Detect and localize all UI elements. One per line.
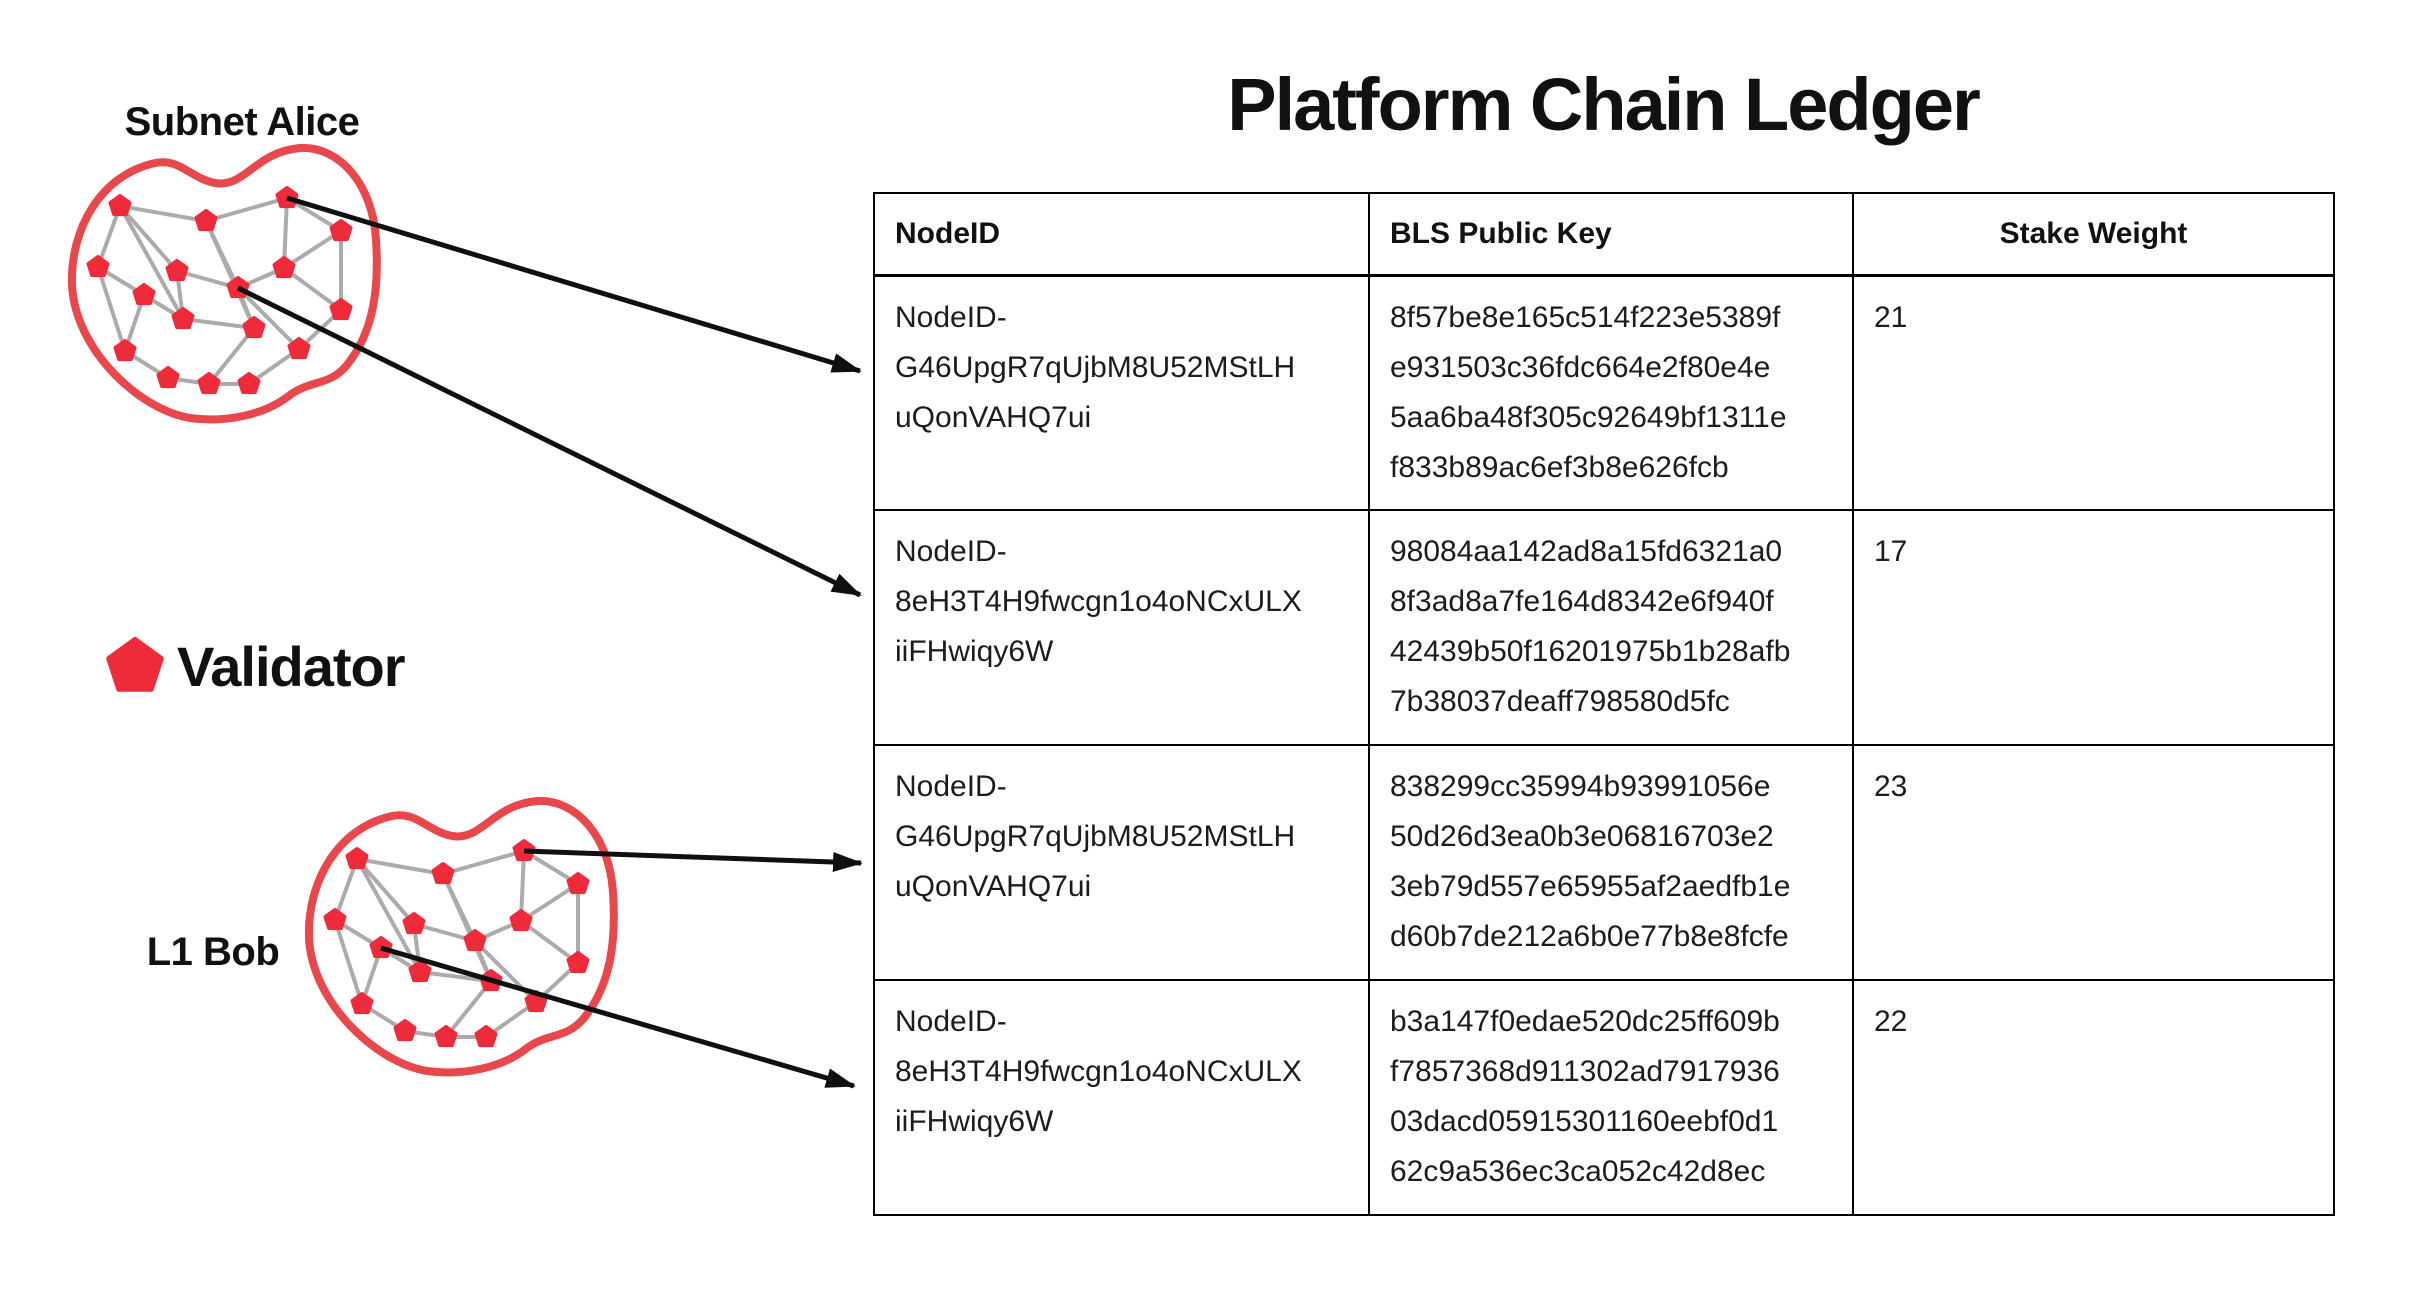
validator-node-icon bbox=[431, 862, 455, 885]
platform-chain-ledger-table: NodeID BLS Public Key Stake Weight NodeI… bbox=[873, 192, 2335, 1216]
mapping-arrow bbox=[236, 285, 862, 598]
validator-legend-label: Validator bbox=[177, 635, 406, 698]
validator-node-icon bbox=[275, 186, 299, 209]
network-edge bbox=[519, 882, 580, 923]
validator-node-icon bbox=[323, 908, 347, 931]
validator-node-icon bbox=[393, 1019, 417, 1042]
validator-node-icon bbox=[369, 936, 393, 959]
col-header-nodeid: NodeID bbox=[873, 192, 1370, 277]
network-edge bbox=[519, 919, 580, 965]
validator-node-icon bbox=[132, 283, 156, 306]
l1-bob-blob-outline bbox=[304, 796, 618, 1077]
network-edge bbox=[444, 979, 493, 1039]
network-edge bbox=[207, 326, 256, 386]
network-edge bbox=[356, 857, 444, 876]
cell-stake-weight: 23 bbox=[1852, 744, 2335, 981]
validator-node-icon bbox=[402, 912, 426, 935]
network-edge bbox=[419, 970, 492, 983]
validator-node-icon bbox=[272, 256, 296, 279]
cell-stake-weight: 21 bbox=[1852, 274, 2335, 511]
subnet-alice-blob-outline bbox=[67, 143, 381, 424]
network-edge bbox=[96, 266, 127, 352]
subnet-alice-label: Subnet Alice bbox=[124, 100, 360, 144]
network-edge bbox=[333, 919, 364, 1005]
network-edge bbox=[282, 266, 343, 312]
table-row: NodeID- G46UpgR7qUjbM8U52MStLH uQonVAHQ7… bbox=[873, 274, 2335, 511]
subnet-bob-label: L1 Bob bbox=[146, 930, 280, 974]
mapping-arrow bbox=[523, 848, 863, 872]
table-row: NodeID- 8eH3T4H9fwcgn1o4oNCxULX iiFHwiqy… bbox=[873, 509, 2335, 746]
validator-node-icon bbox=[329, 219, 353, 242]
validator-node-icon bbox=[194, 209, 218, 232]
validator-node-icon bbox=[566, 951, 590, 974]
validator-node-icon bbox=[108, 194, 132, 217]
validator-node-icon bbox=[345, 847, 369, 870]
cell-bls-public-key: 98084aa142ad8a15fd6321a0 8f3ad8a7fe164d8… bbox=[1368, 509, 1854, 746]
cell-bls-public-key: b3a147f0edae520dc25ff609b f7857368d91130… bbox=[1368, 979, 1854, 1216]
network-edge bbox=[118, 204, 179, 273]
validator-node-icon bbox=[113, 339, 137, 362]
validator-node-icon bbox=[197, 372, 221, 395]
validator-node-icon bbox=[509, 909, 533, 932]
network-edge bbox=[333, 858, 359, 921]
validator-node-icon bbox=[165, 259, 189, 282]
cell-node-id: NodeID- G46UpgR7qUjbM8U52MStLH uQonVAHQ7… bbox=[873, 744, 1370, 981]
col-header-stake-weight: Stake Weight bbox=[1852, 192, 2335, 277]
validator-node-icon bbox=[237, 372, 261, 395]
mapping-arrow bbox=[286, 195, 862, 374]
cell-node-id: NodeID- G46UpgR7qUjbM8U52MStLH uQonVAHQ7… bbox=[873, 274, 1370, 511]
header-row: NodeID BLS Public Key Stake Weight bbox=[873, 192, 2335, 277]
network-edge bbox=[96, 205, 122, 268]
l1-bob-network bbox=[304, 796, 618, 1077]
subnet-alice-network bbox=[67, 143, 381, 424]
network-edge bbox=[282, 229, 343, 270]
network-edge bbox=[118, 205, 185, 320]
network-edge bbox=[236, 286, 301, 351]
network-edge bbox=[442, 849, 525, 876]
mapping-arrow bbox=[380, 945, 856, 1089]
network-edge bbox=[119, 204, 207, 223]
cell-node-id: NodeID- 8eH3T4H9fwcgn1o4oNCxULX iiFHwiqy… bbox=[873, 979, 1370, 1216]
col-header-bls-public-key: BLS Public Key bbox=[1368, 192, 1854, 277]
network-edge bbox=[182, 317, 255, 330]
validator-node-icon bbox=[287, 337, 311, 360]
table-row: NodeID- G46UpgR7qUjbM8U52MStLH uQonVAHQ7… bbox=[873, 744, 2335, 981]
validator-node-icon bbox=[408, 960, 432, 983]
validator-node-icon bbox=[463, 929, 487, 952]
validator-node-icon bbox=[86, 255, 110, 278]
validator-node-icon bbox=[512, 839, 536, 862]
validator-node-icon bbox=[242, 316, 266, 339]
cell-node-id: NodeID- 8eH3T4H9fwcgn1o4oNCxULX iiFHwiqy… bbox=[873, 509, 1370, 746]
validator-node-icon bbox=[566, 872, 590, 895]
validator-node-icon bbox=[434, 1025, 458, 1048]
validator-node-icon bbox=[329, 298, 353, 321]
cell-bls-public-key: 8f57be8e165c514f223e5389f e931503c36fdc6… bbox=[1368, 274, 1854, 511]
page-title: Platform Chain Ledger bbox=[1227, 63, 1981, 146]
cell-stake-weight: 22 bbox=[1852, 979, 2335, 1216]
cell-bls-public-key: 838299cc35994b93991056e 50d26d3ea0b3e068… bbox=[1368, 744, 1854, 981]
validator-pentagon-icon bbox=[106, 637, 164, 692]
network-edge bbox=[355, 857, 416, 926]
validator-node-icon bbox=[474, 1025, 498, 1048]
validator-node-icon bbox=[156, 366, 180, 389]
network-edge bbox=[355, 858, 422, 973]
validator-node-icon bbox=[350, 992, 374, 1015]
table-row: NodeID- 8eH3T4H9fwcgn1o4oNCxULX iiFHwiqy… bbox=[873, 979, 2335, 1216]
cell-stake-weight: 17 bbox=[1852, 509, 2335, 746]
network-edge bbox=[205, 196, 288, 223]
validator-node-icon bbox=[171, 307, 195, 330]
